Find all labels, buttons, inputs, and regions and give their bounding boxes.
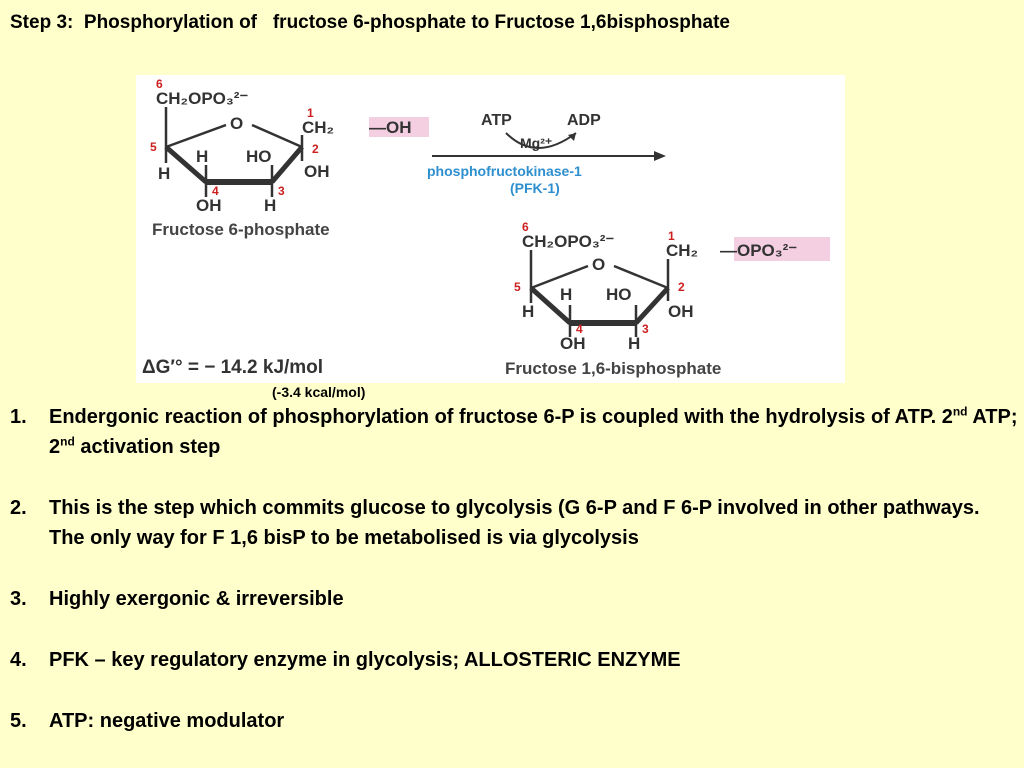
- atp-label: ATP: [481, 112, 512, 129]
- c6-phosphate-group: CH₂OPO₃²⁻: [156, 89, 248, 108]
- c5-hydrogen: H: [158, 164, 170, 183]
- c3-hydroxyl-up: HO: [246, 147, 272, 166]
- item-number: 5.: [10, 710, 27, 732]
- kcal-note: (-3.4 kcal/mol): [272, 384, 366, 400]
- hydroxyl-highlight: [369, 117, 429, 137]
- carbon-number-3: 3: [278, 184, 285, 198]
- carbon-number-5: 5: [514, 280, 521, 294]
- c4-hydroxyl: OH: [196, 196, 222, 215]
- superscript: nd: [952, 404, 968, 419]
- item-text: Endergonic reaction of phosphorylation o…: [49, 406, 953, 428]
- delta-g-value: ΔG′° = − 14.2 kJ/mol: [142, 357, 323, 378]
- item-number: 2.: [10, 497, 27, 519]
- arrow-head: [654, 151, 666, 161]
- c5-hydrogen: H: [522, 302, 534, 321]
- ring-oxygen: O: [592, 255, 605, 274]
- c2-hydroxyl: OH: [668, 302, 694, 321]
- reaction-diagram: 6 CH₂OPO₃²⁻ O 5 1 CH₂ —OH 2 OH H H HO 4 …: [142, 77, 830, 378]
- carbon-number-4: 4: [576, 322, 583, 336]
- item-text: ATP; 2: [49, 406, 1018, 458]
- product-name: Fructose 1,6-bisphosphate: [505, 359, 721, 378]
- item-number: 3.: [10, 588, 27, 610]
- atp-adp-curve: [505, 132, 577, 149]
- carbon-number-5: 5: [150, 140, 157, 154]
- c4-hydrogen: H: [196, 147, 208, 166]
- item-number: 1.: [10, 406, 27, 428]
- reaction-figure: 6 CH₂OPO₃²⁻ O 5 1 CH₂ —OH 2 OH H H HO 4 …: [136, 75, 845, 383]
- c4-hydroxyl: OH: [560, 334, 586, 353]
- superscript: nd: [60, 434, 75, 449]
- c2-hydroxyl: OH: [304, 162, 330, 181]
- item-text: activation step: [74, 436, 221, 458]
- phosphate-highlight: [734, 237, 830, 261]
- list-item: 5. ATP: negative modulator: [10, 706, 1020, 736]
- enzyme-abbreviation: (PFK-1): [510, 180, 560, 196]
- mg-cofactor: Mg²⁺: [520, 135, 552, 151]
- c4-hydrogen: H: [560, 285, 572, 304]
- c3-hydrogen: H: [628, 334, 640, 353]
- carbon-number-1: 1: [307, 106, 314, 120]
- carbon-number-6: 6: [156, 77, 163, 91]
- reactant-name: Fructose 6-phosphate: [152, 220, 330, 239]
- c1-group: CH₂: [666, 241, 698, 260]
- carbon-number-3: 3: [642, 322, 649, 336]
- key-points-list: 1. Endergonic reaction of phosphorylatio…: [10, 402, 1020, 736]
- list-item: 3. Highly exergonic & irreversible: [10, 584, 1020, 614]
- c1-hydroxyl: —OH: [369, 118, 412, 137]
- c3-hydrogen: H: [264, 196, 276, 215]
- fructose-1-6-bisphosphate-structure: 6 CH₂OPO₃²⁻ O 5 1 CH₂ —OPO₃²⁻ 2 OH H H H…: [505, 220, 830, 378]
- c1-phosphate: —OPO₃²⁻: [720, 241, 797, 260]
- item-number: 4.: [10, 649, 27, 671]
- carbon-number-6: 6: [522, 220, 529, 234]
- c3-hydroxyl-up: HO: [606, 285, 632, 304]
- list-item: 4. PFK – key regulatory enzyme in glycol…: [10, 645, 1020, 675]
- reaction-arrow-group: ATP ADP Mg²⁺ phosphofructokinase-1 (PFK-…: [427, 112, 666, 196]
- c1-group: CH₂: [302, 118, 334, 137]
- slide-title: Step 3: Phosphorylation of fructose 6-ph…: [10, 12, 730, 33]
- item-text: Highly exergonic & irreversible: [49, 588, 344, 610]
- carbon-number-1: 1: [668, 229, 675, 243]
- item-text: This is the step which commits glucose t…: [49, 497, 980, 549]
- carbon-number-2: 2: [678, 280, 685, 294]
- ring-oxygen: O: [230, 114, 243, 133]
- list-item: 2. This is the step which commits glucos…: [10, 493, 1020, 553]
- item-text: ATP: negative modulator: [49, 710, 285, 732]
- adp-label: ADP: [567, 112, 601, 129]
- enzyme-name: phosphofructokinase-1: [427, 163, 582, 179]
- c6-phosphate-group: CH₂OPO₃²⁻: [522, 232, 614, 251]
- list-item: 1. Endergonic reaction of phosphorylatio…: [10, 402, 1020, 462]
- fructose-6-phosphate-structure: 6 CH₂OPO₃²⁻ O 5 1 CH₂ —OH 2 OH H H HO 4 …: [150, 77, 429, 239]
- item-text: PFK – key regulatory enzyme in glycolysi…: [49, 649, 681, 671]
- carbon-number-4: 4: [212, 184, 219, 198]
- carbon-number-2: 2: [312, 142, 319, 156]
